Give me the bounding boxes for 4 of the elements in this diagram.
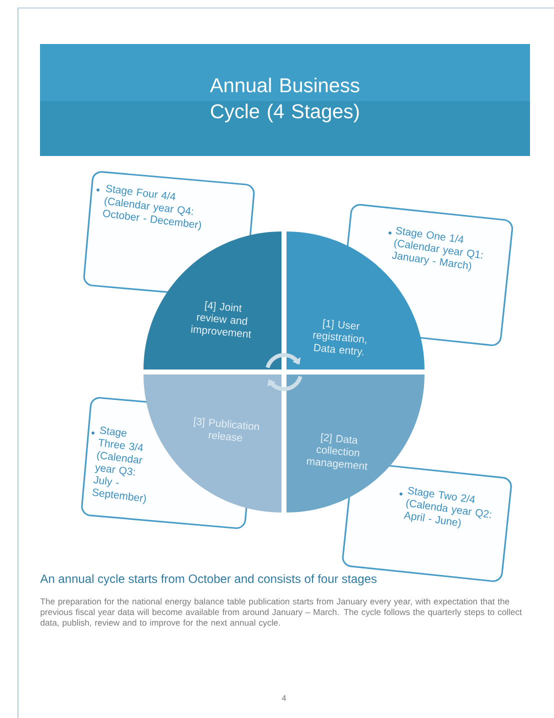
page-number: 4 [282,695,286,701]
body-paragraph: The preparation for the national energy balance table publication starts from January every year, with expectation that the previous fiscal year data will become available from around January – March. The cycle follows the quarterly steps to collect data, publish, review and to improve for the next annual cycle. [40,598,522,628]
title-banner: Annual Business Cycle (4 Stages) [40,44,530,156]
quadrant-segment: [4] Joint review and improvement [144,232,282,370]
